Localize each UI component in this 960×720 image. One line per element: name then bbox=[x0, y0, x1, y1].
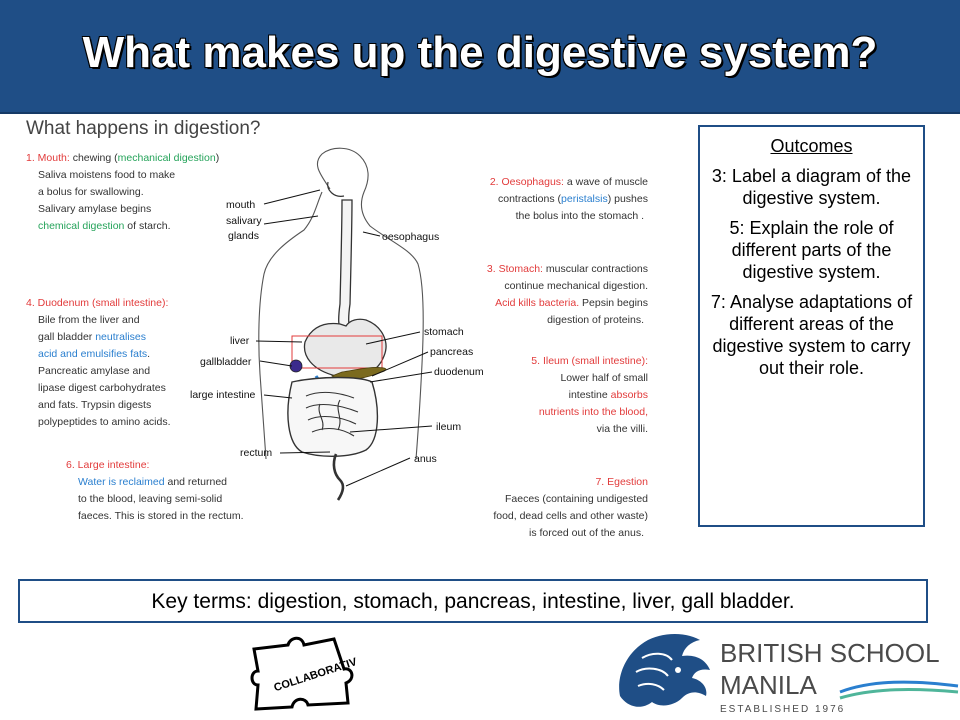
large-intestine-description: 6. Large intestine: Water is reclaimed a… bbox=[66, 459, 244, 522]
svg-text:Acid kills bacteria. Pepsin be: Acid kills bacteria. Pepsin begins bbox=[495, 297, 648, 309]
svg-text:Saliva moistens food to make: Saliva moistens food to make bbox=[38, 169, 175, 181]
digestive-tract bbox=[287, 181, 387, 501]
key-terms-box: Key terms: digestion, stomach, pancreas,… bbox=[18, 579, 928, 623]
svg-text:ileum: ileum bbox=[436, 421, 461, 433]
svg-text:nutrients into the blood,: nutrients into the blood, bbox=[539, 406, 648, 418]
logo-established: ESTABLISHED 1976 bbox=[720, 704, 845, 715]
svg-text:intestine absorbs: intestine absorbs bbox=[569, 389, 648, 401]
outcome-3: 3: Label a diagram of the digestive syst… bbox=[711, 166, 912, 208]
svg-text:via the villi.: via the villi. bbox=[597, 423, 648, 435]
svg-text:rectum: rectum bbox=[240, 447, 272, 459]
svg-text:Pancreatic amylase and: Pancreatic amylase and bbox=[38, 365, 150, 377]
logo-line2: MANILA bbox=[720, 670, 817, 700]
leader-lines bbox=[255, 189, 433, 487]
duodenum-description: 4. Duodenum (small intestine): Bile from… bbox=[26, 297, 171, 428]
svg-text:4. Duodenum (small intestine):: 4. Duodenum (small intestine): bbox=[26, 297, 168, 309]
svg-text:continue mechanical digestion.: continue mechanical digestion. bbox=[504, 280, 648, 292]
svg-text:mouth: mouth bbox=[226, 199, 255, 211]
svg-text:gall bladder neutralises: gall bladder neutralises bbox=[38, 331, 146, 343]
svg-text:Lower half of small: Lower half of small bbox=[560, 372, 648, 384]
svg-text:the bolus into the stomach .: the bolus into the stomach . bbox=[516, 210, 644, 222]
svg-text:anus: anus bbox=[414, 453, 437, 465]
svg-text:glands: glands bbox=[228, 230, 259, 242]
organ-labels: mouth salivary glands oesophagus liver g… bbox=[190, 199, 484, 465]
svg-text:liver: liver bbox=[230, 335, 250, 347]
svg-text:7. Egestion: 7. Egestion bbox=[595, 476, 648, 488]
logo-line1: BRITISH SCHOOL bbox=[720, 638, 940, 668]
svg-text:acid and emulsifies fats.: acid and emulsifies fats. bbox=[38, 348, 150, 360]
svg-text:salivary: salivary bbox=[226, 215, 262, 227]
slide-title: What makes up the digestive system? bbox=[82, 28, 878, 77]
digestion-diagram: What happens in digestion? 1. Mouth: che… bbox=[26, 118, 648, 539]
body-outline bbox=[258, 147, 424, 460]
svg-text:pancreas: pancreas bbox=[430, 346, 473, 358]
svg-text:a bolus for swallowing.: a bolus for swallowing. bbox=[38, 186, 144, 198]
outcome-7: 7: Analyse adaptations of different area… bbox=[710, 292, 913, 378]
svg-text:digestion of proteins.: digestion of proteins. bbox=[547, 314, 644, 326]
egestion-description: 7. Egestion Faeces (containing undigeste… bbox=[493, 476, 648, 539]
diagram-heading: What happens in digestion? bbox=[26, 118, 261, 139]
svg-text:and fats. Trypsin digests: and fats. Trypsin digests bbox=[38, 399, 151, 411]
svg-text:food, dead cells and other was: food, dead cells and other waste) bbox=[493, 510, 648, 522]
svg-text:oesophagus: oesophagus bbox=[382, 231, 439, 243]
mouth-description: 1. Mouth: chewing (mechanical digestion)… bbox=[26, 152, 219, 232]
svg-text:Bile from the liver and: Bile from the liver and bbox=[38, 314, 140, 326]
svg-text:faeces. This is stored in the: faeces. This is stored in the rectum. bbox=[78, 510, 244, 522]
svg-text:polypeptides to amino acids.: polypeptides to amino acids. bbox=[38, 416, 171, 428]
school-logo: BRITISH SCHOOL MANILA ESTABLISHED 1976 bbox=[619, 634, 959, 715]
mouth-stage-title: 1. Mouth: bbox=[26, 152, 70, 164]
svg-text:stomach: stomach bbox=[424, 326, 464, 338]
oesophagus-description: 2. Oesophagus: a wave of muscle contract… bbox=[490, 176, 648, 222]
svg-text:2. Oesophagus: a wave of muscl: 2. Oesophagus: a wave of muscle bbox=[490, 176, 648, 188]
svg-text:contractions (peristalsis) pus: contractions (peristalsis) pushes bbox=[498, 193, 648, 205]
lion-emblem-icon bbox=[619, 634, 710, 707]
svg-text:Water is reclaimed and returne: Water is reclaimed and returned bbox=[78, 476, 227, 488]
stomach-description: 3. Stomach: muscular contractions contin… bbox=[487, 263, 648, 326]
svg-text:Faeces (containing undigested: Faeces (containing undigested bbox=[505, 493, 648, 505]
svg-text:chemical digestion of starch.: chemical digestion of starch. bbox=[38, 220, 171, 232]
ileum-description: 5. Ileum (small intestine): Lower half o… bbox=[531, 355, 648, 435]
svg-text:3. Stomach: muscular contracti: 3. Stomach: muscular contractions bbox=[487, 263, 648, 275]
svg-text:duodenum: duodenum bbox=[434, 366, 484, 378]
svg-text:lipase digest carbohydrates: lipase digest carbohydrates bbox=[38, 382, 166, 394]
svg-text:is forced out of the anus.: is forced out of the anus. bbox=[529, 527, 644, 539]
outcomes-panel: Outcomes 3: Label a diagram of the diges… bbox=[698, 125, 925, 527]
svg-text:gallbladder: gallbladder bbox=[200, 356, 252, 368]
svg-text:to the blood, leaving semi-sol: to the blood, leaving semi-solid bbox=[78, 493, 222, 505]
svg-text:Salivary amylase begins: Salivary amylase begins bbox=[38, 203, 151, 215]
svg-text:large intestine: large intestine bbox=[190, 389, 256, 401]
svg-text:6. Large intestine:: 6. Large intestine: bbox=[66, 459, 149, 471]
outcomes-heading: Outcomes bbox=[770, 136, 853, 156]
collaborative-badge: COLLABORATIVE bbox=[250, 636, 356, 711]
outcome-5: 5: Explain the role of different parts o… bbox=[729, 218, 894, 282]
svg-text:5. Ileum (small intestine):: 5. Ileum (small intestine): bbox=[531, 355, 648, 367]
title-bar: What makes up the digestive system? bbox=[0, 0, 960, 114]
svg-text:1. Mouth: chewing (mechanical: 1. Mouth: chewing (mechanical digestion) bbox=[26, 152, 219, 164]
